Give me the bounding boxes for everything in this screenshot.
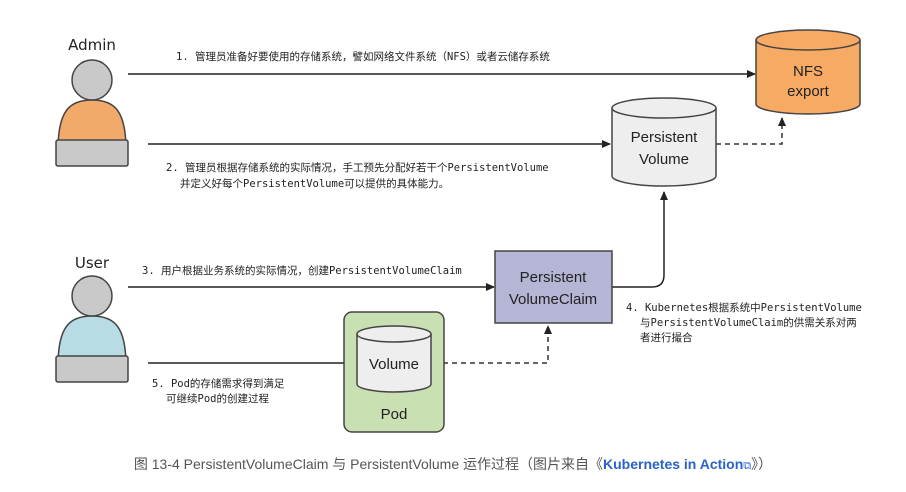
caption-book-link[interactable]: Kubernetes in Action xyxy=(603,456,744,472)
figure-caption: 图 13-4 PersistentVolumeClaim 与 Persisten… xyxy=(0,454,906,474)
step-4-text-line3: 者进行撮合 xyxy=(640,331,693,344)
user-laptop-icon xyxy=(55,355,129,383)
pv-label-line2: Volume xyxy=(639,151,689,168)
step-3-text: 3. 用户根据业务系统的实际情况，创建PersistentVolumeClaim xyxy=(142,264,462,277)
step-2-text-line2: 并定义好每个PersistentVolume可以提供的具体能力。 xyxy=(180,177,449,190)
pvc-label-line2: VolumeClaim xyxy=(509,291,597,308)
persistent-volume-claim-box: Persistent VolumeClaim xyxy=(494,250,613,324)
nfs-export-cylinder: NFS export xyxy=(755,29,861,115)
arrow-pv-to-nfs xyxy=(716,117,786,145)
arrow-pvc-to-pv xyxy=(612,191,668,288)
admin-laptop-icon xyxy=(55,139,129,167)
step-2-text-line1: 2. 管理员根据存储系统的实际情况，手工预先分配好若干个PersistentVo… xyxy=(166,161,549,174)
pvc-label-line1: Persistent xyxy=(520,269,588,286)
step-5-text-line2: 可继续Pod的创建过程 xyxy=(166,392,269,405)
pv-pvc-diagram: Admin User NFS export Persistent Volume … xyxy=(55,29,862,433)
pod-label: Pod xyxy=(381,406,408,423)
caption-prefix: 图 13-4 PersistentVolumeClaim 与 Persisten… xyxy=(133,456,603,472)
admin-head xyxy=(71,59,113,101)
volume-cylinder: Volume xyxy=(356,325,432,393)
admin-actor: Admin xyxy=(55,36,129,167)
caption-suffix: 》） xyxy=(751,456,773,472)
user-head xyxy=(71,275,113,317)
pv-label-line1: Persistent xyxy=(631,129,699,146)
volume-label: Volume xyxy=(369,356,419,373)
nfs-label-line2: export xyxy=(787,83,830,100)
step-4-text-line2: 与PersistentVolumeClaim的供需关系对两 xyxy=(640,316,857,329)
admin-label: Admin xyxy=(68,36,116,54)
step-4-text-line1: 4. Kubernetes根据系统中PersistentVolume xyxy=(626,301,862,314)
pod-box: Pod Volume xyxy=(343,311,445,433)
step-5-text-line1: 5. Pod的存储需求得到满足 xyxy=(152,377,285,390)
nfs-label-line1: NFS xyxy=(793,63,823,80)
arrow-volume-to-pvc xyxy=(434,325,552,364)
external-link-icon: ⧉ xyxy=(743,460,752,472)
user-label: User xyxy=(75,254,110,272)
step-1-text: 1. 管理员准备好要使用的存储系统，譬如网络文件系统（NFS）或者云储存系统 xyxy=(176,50,550,63)
user-actor: User xyxy=(55,254,129,383)
persistent-volume-cylinder: Persistent Volume xyxy=(611,97,717,187)
